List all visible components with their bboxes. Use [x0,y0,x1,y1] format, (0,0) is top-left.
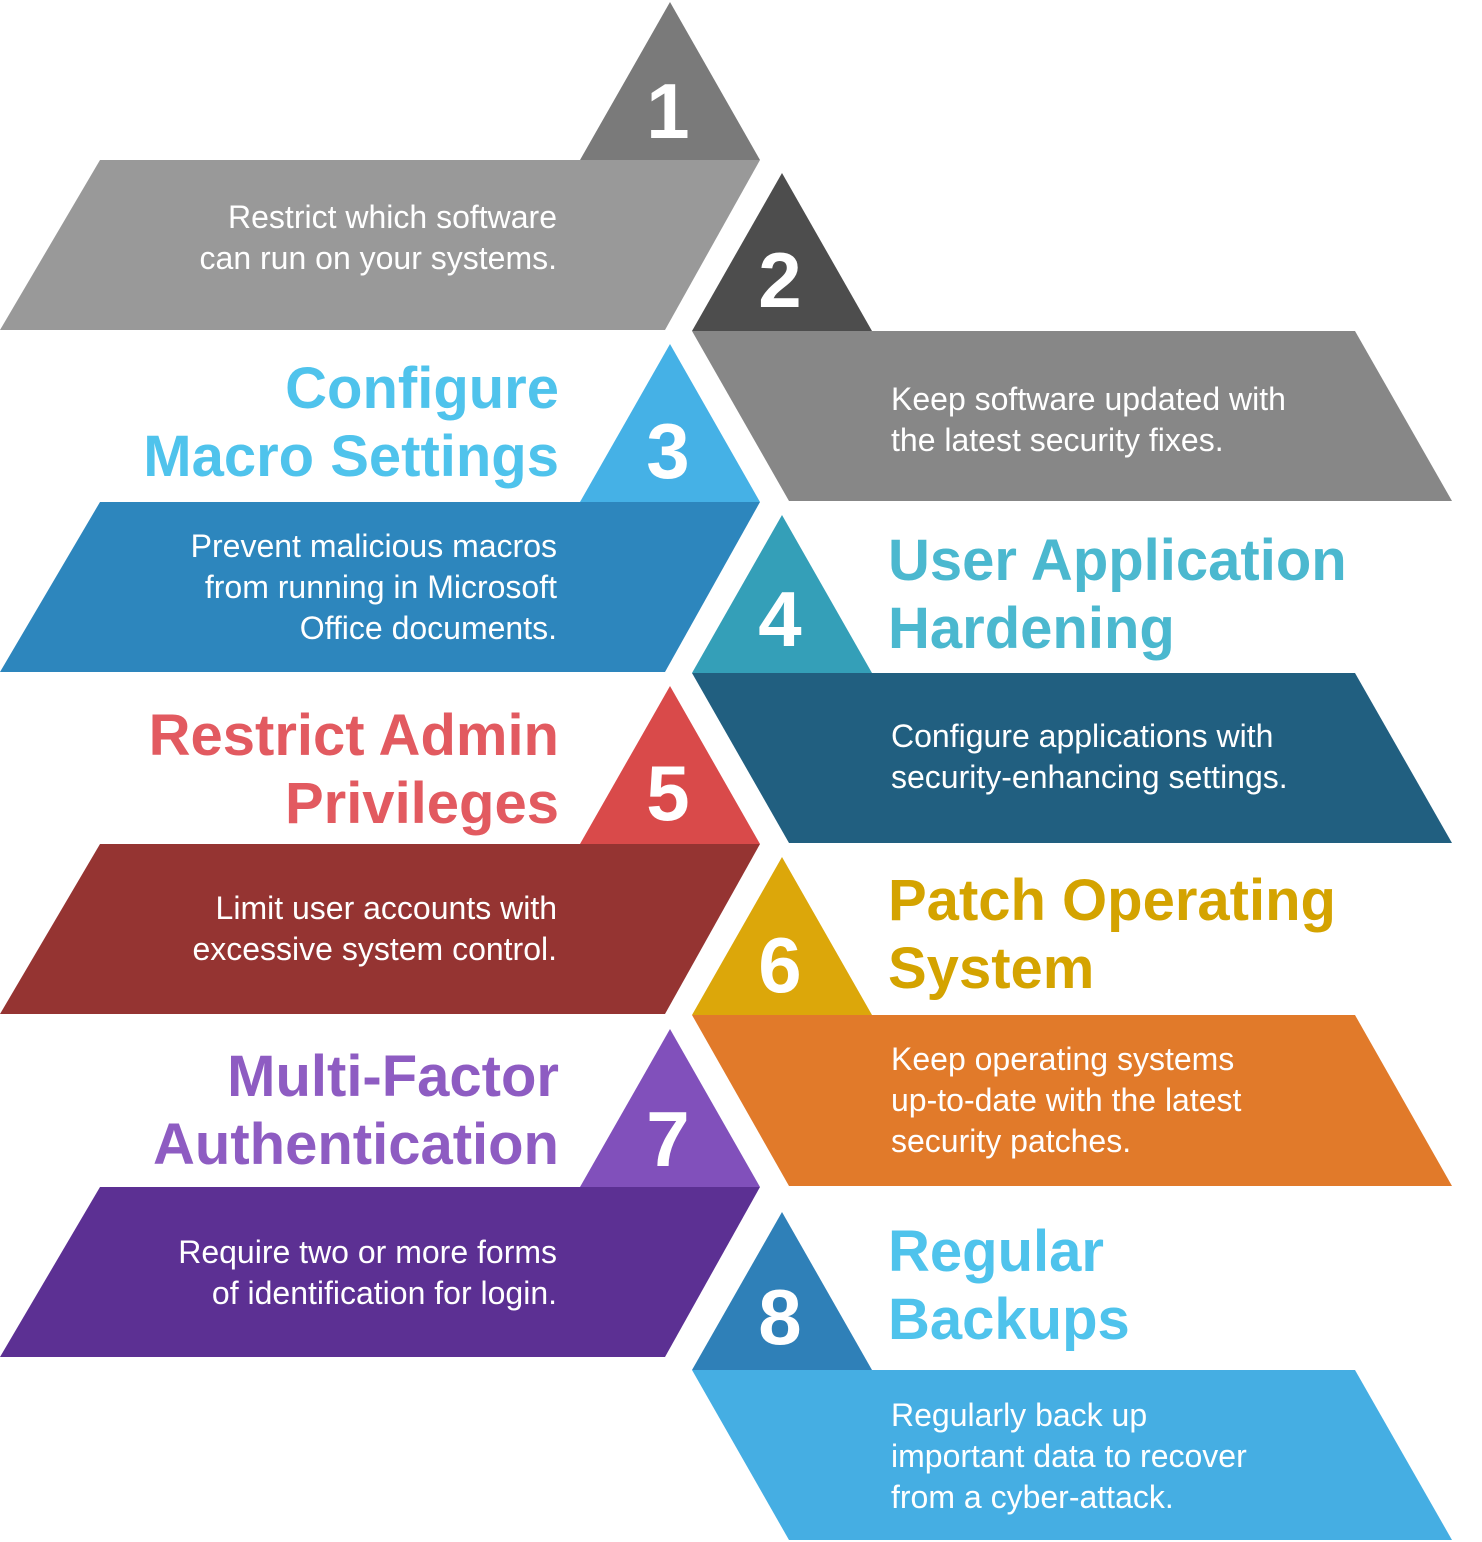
step-5-title-line-2: Privileges [284,771,559,836]
step-2-description-line-2: the latest security fixes. [891,422,1224,458]
step-4-title-line-2: Hardening [888,596,1175,661]
step-3-title: Configure Macro Settings [143,355,559,491]
step-2-triangle [692,173,872,331]
step-6-description-line-3: security patches. [891,1123,1132,1159]
step-8-description-line-2: important data to recover [891,1438,1247,1474]
step-6-title-line-2: System [888,936,1095,1001]
step-7-number: 7 [646,1095,689,1183]
step-2-number: 2 [758,236,801,324]
step-6-title-line-1: Patch Operating [888,868,1336,933]
step-4-shape: 4 [692,515,1452,843]
step-3-description-line-3: Office documents. [299,610,557,646]
step-3-title-line-1: Configure [285,356,559,421]
step-7-title: Multi-Factor Authentication [153,1043,559,1179]
step-8-description-line-3: from a cyber-attack. [891,1479,1174,1515]
step-6-description: Keep operating systems up-to-date with t… [891,1039,1241,1162]
step-3-description-line-2: from running in Microsoft [204,569,557,605]
step-8-description: Regularly back up important data to reco… [891,1395,1247,1518]
step-5-title-line-1: Restrict Admin [148,703,559,768]
step-3-band [0,502,760,672]
step-7-description: Require two or more forms of identificat… [178,1232,557,1314]
step-3-title-line-2: Macro Settings [143,424,559,489]
step-1-description-line-1: Restrict which software [228,199,557,235]
step-3-description-line-1: Prevent malicious macros [190,528,557,564]
step-7-triangle [580,1029,760,1187]
step-5-shape: 5 [0,686,760,1014]
step-7-band [0,1187,760,1357]
step-7-title-line-1: Multi-Factor [227,1044,559,1109]
step-8-title-line-2: Backups [888,1287,1130,1352]
step-7-description-line-1: Require two or more forms [178,1234,557,1270]
step-8-triangle [692,1212,872,1370]
step-2-band [692,331,1452,501]
step-4-description: Configure applications with security-enh… [891,716,1288,798]
step-7-description-line-2: of identification for login. [211,1275,557,1311]
step-4-description-line-2: security-enhancing settings. [891,759,1288,795]
step-1-description: Restrict which software can run on your … [200,197,557,279]
step-3-number: 3 [646,407,689,495]
step-8-band [692,1370,1452,1540]
step-6-triangle [692,857,872,1015]
step-8-title: Regular Backups [888,1218,1130,1354]
step-1-shape: 1 [0,2,760,330]
step-5-title: Restrict Admin Privileges [149,702,559,838]
step-5-number: 5 [646,749,689,837]
step-4-band [692,673,1452,843]
step-5-band [0,844,760,1014]
step-8-title-line-1: Regular [888,1219,1104,1284]
step-2-description-line-1: Keep software updated with [891,381,1286,417]
step-3-description: Prevent malicious macros from running in… [191,526,557,649]
step-4-title-line-1: User Application [888,528,1347,593]
step-5-description-line-1: Limit user accounts with [215,890,557,926]
step-7-shape: 7 [0,1029,760,1357]
step-7-title-line-2: Authentication [153,1112,559,1177]
step-6-description-line-1: Keep operating systems [891,1041,1235,1077]
step-4-number: 4 [758,575,801,663]
step-1-description-line-2: can run on your systems. [199,240,557,276]
step-4-triangle [692,515,872,673]
step-8-shape: 8 [692,1212,1452,1540]
step-4-description-line-1: Configure applications with [891,718,1274,754]
step-5-description: Limit user accounts with excessive syste… [192,888,557,970]
step-4-title: User Application Hardening [888,527,1347,663]
step-6-title: Patch Operating System [888,867,1336,1003]
step-6-description-line-2: up-to-date with the latest [891,1082,1242,1118]
step-6-number: 6 [758,921,801,1009]
step-6-band [692,1015,1452,1186]
step-6-shape: 6 [692,857,1452,1186]
step-8-description-line-1: Regularly back up [891,1397,1148,1433]
step-5-triangle [580,686,760,844]
step-2-shape: 2 [692,173,1452,501]
step-2-description: Keep software updated with the latest se… [891,379,1286,461]
step-1-triangle [580,2,760,160]
step-1-number: 1 [646,67,689,155]
step-8-number: 8 [758,1273,801,1361]
step-5-description-line-2: excessive system control. [192,931,557,967]
step-3-triangle [580,344,760,502]
step-3-shape: 3 [0,344,760,672]
step-1-band [0,160,760,330]
